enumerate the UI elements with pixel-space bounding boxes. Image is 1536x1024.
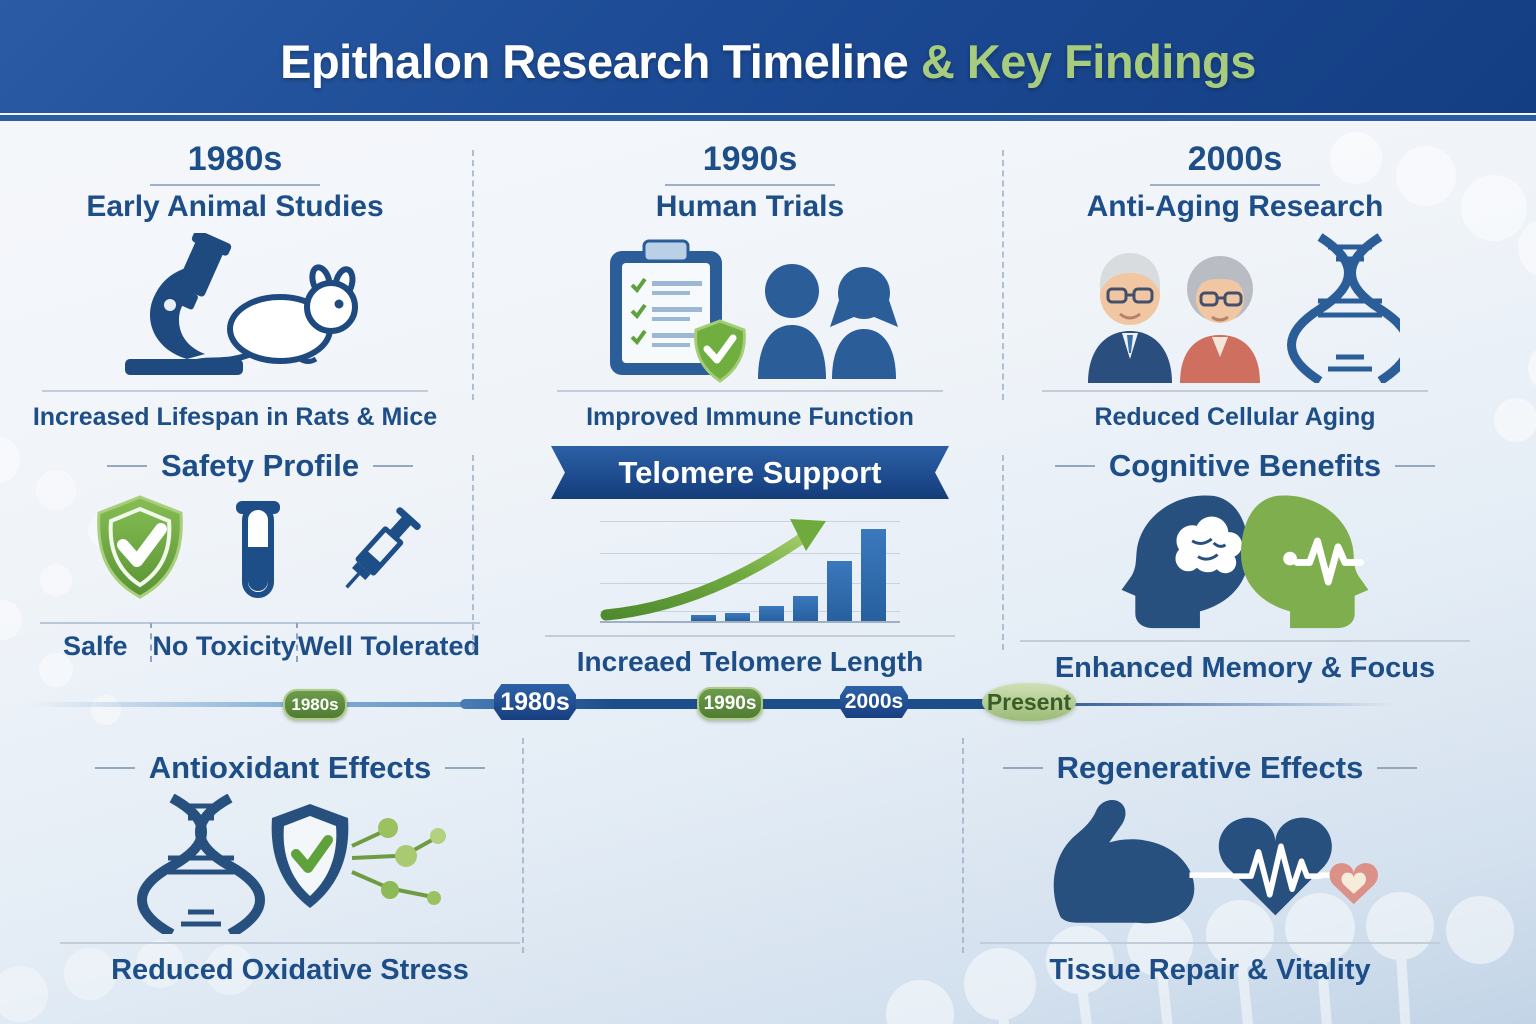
divider-line bbox=[665, 184, 835, 186]
clipboard-patients-icon bbox=[600, 232, 900, 384]
era-card-1980s: 1980s Early Animal Studies bbox=[30, 140, 440, 432]
decorative-dash bbox=[1002, 767, 1043, 769]
divider-line bbox=[42, 390, 428, 392]
chart-baseline bbox=[600, 621, 900, 623]
decorative-dash bbox=[106, 465, 147, 467]
column-divider bbox=[962, 738, 964, 953]
regenerative-title: Regenerative Effects bbox=[1056, 750, 1364, 785]
telomere-banner-label: Telomere Support bbox=[618, 454, 882, 490]
decorative-dash bbox=[1377, 767, 1418, 769]
divider-line bbox=[1042, 390, 1428, 392]
cognitive-caption: Enhanced Memory & Focus bbox=[1054, 652, 1436, 684]
safety-label-safe: Salfe bbox=[40, 622, 151, 662]
divider-line bbox=[980, 942, 1440, 944]
era-finding: Improved Immune Function bbox=[586, 403, 914, 431]
shield-check-icon bbox=[93, 493, 188, 606]
regenerative-caption: Tissue Repair & Vitality bbox=[1049, 954, 1371, 986]
telomere-bar bbox=[759, 606, 784, 621]
antioxidant-effects-section: Antioxidant Effects bbox=[60, 750, 520, 987]
column-divider bbox=[472, 150, 474, 400]
elderly-couple-dna-icon bbox=[1070, 232, 1400, 384]
timeline-pill-1980s-early: 1980s bbox=[283, 689, 347, 720]
dna-shield-molecules-icon bbox=[60, 794, 520, 934]
column-divider bbox=[1002, 455, 1004, 650]
regenerative-effects-section: Regenerative Effects Tissue Repair & Vit… bbox=[980, 750, 1440, 987]
growth-arrow-icon bbox=[600, 519, 826, 621]
telomere-bar bbox=[725, 612, 750, 621]
column-divider bbox=[1002, 150, 1004, 400]
telomere-bar bbox=[691, 614, 716, 621]
era-year: 1980s bbox=[187, 140, 283, 178]
telomere-bar bbox=[793, 596, 818, 621]
timeline-pill-2000s: 2000s bbox=[840, 686, 908, 718]
divider-line bbox=[545, 635, 955, 637]
telomere-caption: Increaed Telomere Length bbox=[576, 646, 924, 677]
era-finding: Increased Lifespan in Rats & Mice bbox=[32, 403, 438, 431]
timeline-line bbox=[460, 699, 1072, 709]
era-card-1990s: 1990s Human Trials bbox=[545, 140, 955, 432]
cognitive-title: Cognitive Benefits bbox=[1108, 448, 1382, 483]
era-year: 2000s bbox=[1187, 140, 1283, 178]
test-tube-icon bbox=[230, 497, 286, 606]
telomere-bar bbox=[861, 529, 886, 621]
divider-line bbox=[150, 184, 320, 186]
safety-label-well-tolerated: Well Tolerated bbox=[295, 622, 480, 662]
page-title-accent: & Key Findings bbox=[920, 35, 1257, 88]
muscle-heartbeat-icon bbox=[980, 794, 1440, 934]
era-finding: Reduced Cellular Aging bbox=[1094, 403, 1376, 431]
column-divider bbox=[522, 738, 524, 953]
telomere-support-section: Telomere Support Increaed Telomere Lengt… bbox=[545, 446, 955, 678]
column-divider bbox=[472, 455, 474, 650]
page-title-main: Epithalon Research Timeline bbox=[280, 35, 921, 88]
era-subtitle: Anti-Aging Research bbox=[1086, 190, 1384, 223]
telomere-banner: Telomere Support bbox=[551, 446, 949, 499]
era-card-2000s: 2000s Anti-Aging Research bbox=[1030, 140, 1440, 432]
brain-heads-icon bbox=[1020, 490, 1470, 632]
microscope-rat-icon bbox=[95, 232, 375, 384]
safety-profile-title: Safety Profile bbox=[160, 448, 360, 483]
page-title: Epithalon Research Timeline & Key Findin… bbox=[280, 34, 1256, 89]
cognitive-benefits-section: Cognitive Benefits Enhanced Memory & Foc… bbox=[1020, 448, 1470, 685]
timeline-pill-present: Present bbox=[982, 683, 1076, 721]
antioxidant-title: Antioxidant Effects bbox=[148, 750, 432, 785]
decorative-dash bbox=[445, 767, 486, 769]
safety-profile-section: Safety Profile bbox=[40, 448, 480, 662]
divider-line bbox=[1020, 640, 1470, 642]
header-banner: Epithalon Research Timeline & Key Findin… bbox=[0, 0, 1536, 123]
timeline-pill-1990s: 1990s bbox=[697, 687, 763, 720]
era-subtitle: Human Trials bbox=[655, 190, 845, 223]
syringe-icon bbox=[328, 501, 428, 606]
decorative-dash bbox=[373, 465, 414, 467]
timeline-pill-1980s: 1980s bbox=[494, 684, 576, 720]
telomere-bar-chart bbox=[600, 515, 900, 623]
decorative-dash bbox=[1395, 465, 1436, 467]
era-subtitle: Early Animal Studies bbox=[86, 190, 384, 223]
era-year: 1990s bbox=[702, 140, 798, 178]
telomere-bars bbox=[691, 517, 886, 621]
divider-line bbox=[60, 942, 520, 944]
antioxidant-caption: Reduced Oxidative Stress bbox=[111, 954, 469, 986]
telomere-bar bbox=[827, 560, 852, 621]
safety-label-no-toxicity: No Toxicity bbox=[150, 622, 296, 662]
timeline-line bbox=[1066, 703, 1396, 706]
timeline-line bbox=[30, 702, 470, 707]
divider-line bbox=[557, 390, 943, 392]
decorative-dash bbox=[94, 767, 135, 769]
divider-line bbox=[1150, 184, 1320, 186]
decorative-dash bbox=[1054, 465, 1095, 467]
